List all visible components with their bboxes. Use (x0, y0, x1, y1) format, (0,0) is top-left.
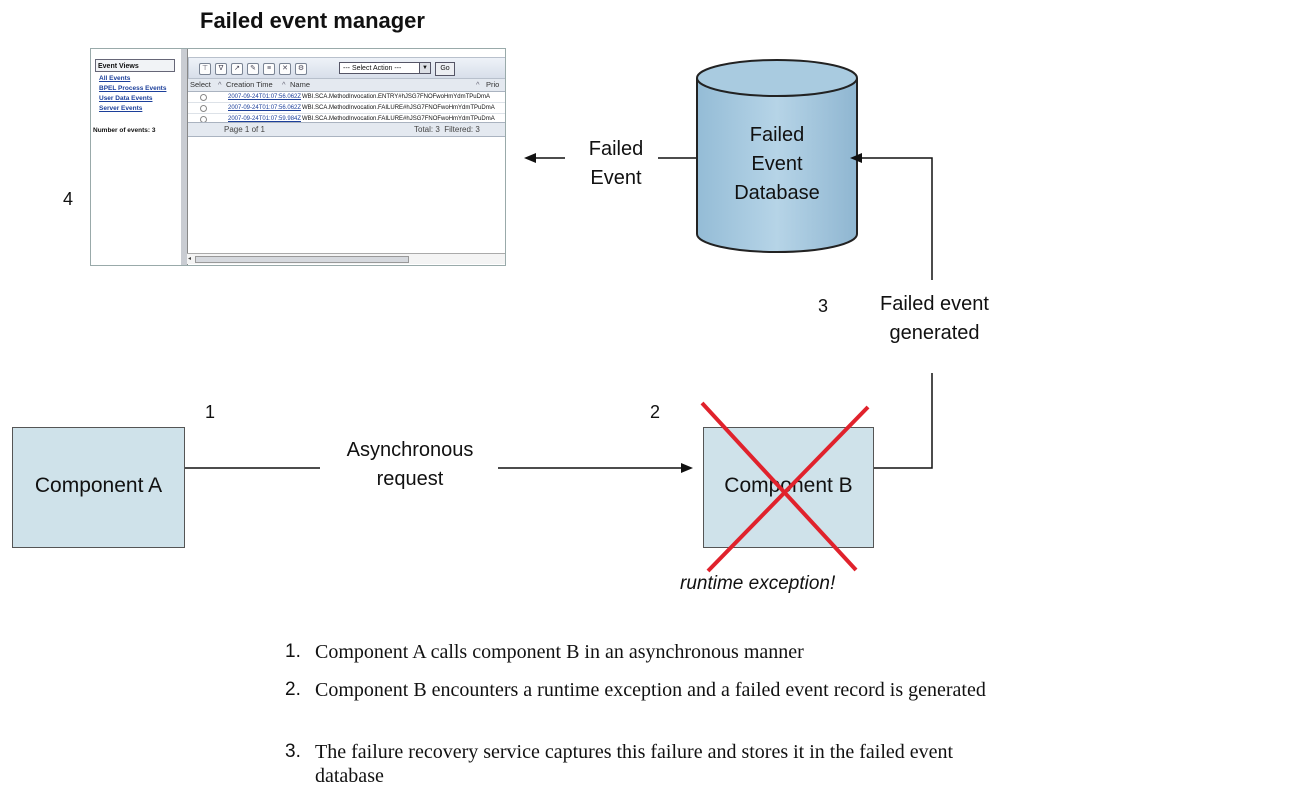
step-marker-4: 4 (63, 189, 74, 209)
sidebar-link-bpel-process-events[interactable]: BPEL Process Events (99, 85, 167, 92)
asynchronous-request-label: Asynchronous request (325, 436, 495, 494)
step-number: 2. (285, 679, 301, 700)
step-text: Component B encounters a runtime excepti… (315, 679, 986, 701)
failure-cross-icon (700, 401, 870, 573)
row-radio[interactable] (200, 92, 207, 105)
request-label-line: request (376, 468, 444, 490)
request-label-line: Asynchronous (346, 439, 474, 461)
table-footer: Page 1 of 1 Total: 3 Filtered: 3 (188, 122, 505, 137)
scroll-left-icon[interactable]: ◂ (188, 256, 192, 262)
row-creation-time[interactable]: 2007-09-24T01:07:59.984Z (228, 116, 302, 122)
details-icon[interactable]: ≡ (263, 63, 275, 75)
step-text: Component A calls component B in an asyn… (315, 641, 804, 663)
database-label: Failed Event Database (697, 121, 857, 208)
column-priority[interactable]: Prio (486, 80, 500, 89)
sort-icon[interactable]: ^ (282, 80, 286, 89)
generated-label-line: generated (889, 322, 980, 344)
row-creation-time[interactable]: 2007-09-24T01:07:56.062Z (228, 94, 302, 100)
table-row: 2007-09-24T01:07:56.062Z WBI.SCA.MethodI… (188, 92, 505, 105)
step-marker-2: 2 (650, 402, 661, 422)
step-item-1: 1. Component A calls component B in an a… (285, 640, 1025, 664)
step-item-2: 2. Component B encounters a runtime exce… (285, 678, 1025, 726)
settings-icon[interactable]: ⚙ (295, 63, 307, 75)
failed-event-manager-window: Event Views All Events BPEL Process Even… (90, 48, 506, 266)
totals-label: Total: 3 Filtered: 3 (414, 125, 480, 134)
action-select-value: --- Select Action --- (343, 65, 402, 72)
table-header: Select ^ Creation Time ^ Name ^ Prio (188, 79, 505, 92)
component-b-connector (874, 373, 933, 469)
page-indicator: Page 1 of 1 (224, 125, 265, 134)
runtime-exception-label: runtime exception! (680, 573, 836, 594)
step-number: 3. (285, 741, 301, 762)
component-b-label: Component B (724, 474, 853, 497)
step-marker-3: 3 (818, 296, 829, 316)
scrollbar-thumb[interactable] (195, 256, 409, 263)
failed-event-generated-label: Failed event generated (862, 290, 1007, 348)
row-creation-time[interactable]: 2007-09-24T01:07:56.062Z (228, 105, 302, 111)
generated-label-line: Failed event (880, 293, 989, 315)
go-button[interactable]: Go (435, 62, 455, 76)
database-label-line: Event (751, 153, 803, 175)
request-arrow (498, 463, 693, 473)
column-select[interactable]: Select (190, 80, 211, 89)
step-item-3: 3. The failure recovery service captures… (285, 740, 1025, 788)
sidebar-link-user-data-events[interactable]: User Data Events (99, 95, 153, 102)
frame-divider[interactable] (181, 49, 188, 265)
column-creation-time[interactable]: Creation Time (226, 80, 273, 89)
table-row: 2007-09-24T01:07:56.062Z WBI.SCA.MethodI… (188, 103, 505, 116)
sort-icon[interactable]: ^ (476, 80, 480, 89)
sidebar-link-server-events[interactable]: Server Events (99, 105, 143, 112)
resubmit-icon[interactable]: ↗ (231, 63, 243, 75)
database-label-line: Database (734, 182, 820, 204)
database-label-line: Failed (749, 124, 805, 146)
failed-event-arrow (524, 153, 565, 163)
step-number: 1. (285, 641, 301, 662)
failed-event-label-line: Failed (588, 138, 644, 160)
step-text: The failure recovery service captures th… (315, 741, 954, 787)
column-name[interactable]: Name (290, 80, 311, 89)
chevron-down-icon[interactable]: ▼ (419, 63, 430, 73)
horizontal-scrollbar[interactable]: ◂ (187, 253, 505, 264)
action-select[interactable]: --- Select Action --- ▼ (339, 62, 431, 74)
component-a-box: Component A (12, 427, 185, 548)
failed-event-label-line: Event (590, 167, 642, 189)
delete-icon[interactable]: ✕ (279, 63, 291, 75)
event-views-sidebar: Event Views All Events BPEL Process Even… (91, 49, 182, 265)
component-a-label: Component A (34, 474, 163, 497)
edit-icon[interactable]: ✎ (247, 63, 259, 75)
events-toolbar: ⊤ ∇ ↗ ✎ ≡ ✕ ⚙ --- Select Action --- ▼ Go (188, 57, 505, 79)
row-name: WBI.SCA.MethodInvocation.FAILURE#hJSG7FN… (302, 116, 495, 122)
events-panel: ⊤ ∇ ↗ ✎ ≡ ✕ ⚙ --- Select Action --- ▼ Go… (188, 57, 505, 265)
database-cylinder-icon (696, 59, 858, 253)
row-name: WBI.SCA.MethodInvocation.FAILURE#hJSG7FN… (302, 105, 495, 111)
generated-arrow (850, 153, 933, 280)
row-name: WBI.SCA.MethodInvocation.ENTRY#hJSG7FNOF… (302, 94, 490, 100)
event-count-label: Number of events: 3 (93, 127, 156, 134)
step-marker-1: 1 (205, 402, 216, 422)
failed-event-label: Failed Event (573, 135, 659, 193)
filter-edit-icon[interactable]: ∇ (215, 63, 227, 75)
failed-event-manager-title: Failed event manager (200, 8, 425, 33)
row-radio[interactable] (200, 103, 207, 116)
filter-icon[interactable]: ⊤ (199, 63, 211, 75)
event-views-heading: Event Views (95, 59, 175, 72)
sort-icon[interactable]: ^ (218, 80, 222, 89)
sidebar-link-all-events[interactable]: All Events (99, 75, 131, 82)
